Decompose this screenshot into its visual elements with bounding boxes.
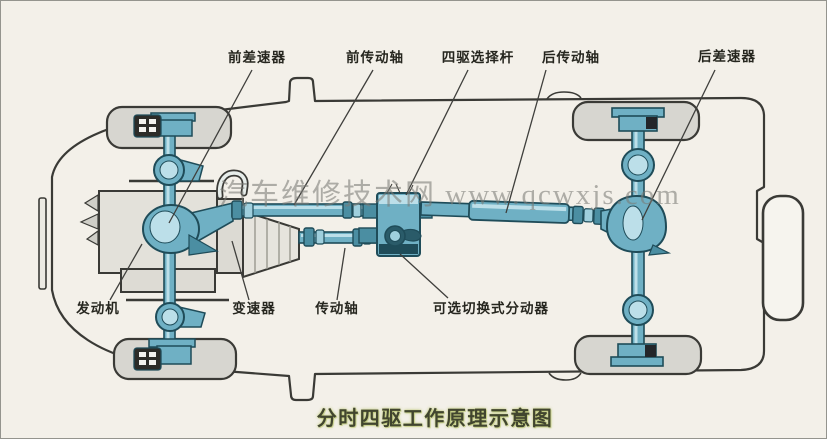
rear-diff-fin: [648, 244, 672, 256]
rear-top-hub-cap: [646, 117, 657, 129]
front-bumper: [38, 197, 47, 290]
spare-tire: [761, 194, 805, 322]
transfer-case-top-face: [379, 195, 418, 204]
rear-lower-joint-core: [628, 300, 648, 320]
label-rear-drive-shaft: 后传动轴: [542, 50, 600, 65]
transmission-cone: [242, 209, 300, 279]
rear-diff-bulge: [622, 205, 644, 241]
front-bottom-connector: [133, 347, 162, 371]
front-prop-ujoint-right2: [352, 203, 362, 218]
front-propeller-shaft: [231, 200, 366, 220]
front-prop-ujoint-left: [231, 200, 243, 220]
leader-rear-drive-shaft: [505, 69, 547, 214]
diagram-caption: 分时四驱工作原理示意图: [316, 408, 554, 430]
leader-selector-lever: [405, 69, 469, 196]
intake-pipe-highlight: [217, 171, 247, 198]
leader-front-drive-shaft: [293, 69, 374, 206]
label-engine: 发动机: [76, 301, 120, 316]
front-prop-ujoint-right: [342, 201, 353, 219]
leader-transmission: [231, 240, 250, 301]
rear-bottom-hub-flange: [610, 356, 664, 367]
front-bottom-hub-drum: [156, 345, 192, 365]
rear-prop-highlight: [472, 203, 567, 212]
rear-bottom-hub-cap: [645, 345, 656, 357]
rear-ujoint-b: [583, 208, 594, 223]
label-rear-differential: 后差速器: [698, 49, 756, 64]
transfer-top-marks: [386, 183, 414, 194]
label-transfer-case: 可选切换式分动器: [433, 301, 549, 316]
leader-engine: [109, 243, 143, 301]
label-drive-shaft: 传动轴: [315, 301, 359, 316]
leader-lines: [109, 69, 716, 301]
rear-upper-joint-core: [627, 154, 649, 176]
label-transmission: 变速器: [232, 301, 276, 316]
upper-ball-joint-core: [159, 160, 179, 180]
mid-ujoint-left2: [315, 229, 325, 245]
rear-propeller-shaft: [420, 199, 605, 226]
front-diff-bulge: [149, 210, 181, 244]
top-handle-detail: [546, 91, 582, 100]
leader-rear-differential: [641, 69, 716, 221]
bottom-handle-detail: [548, 372, 582, 381]
transfer-case: [358, 183, 433, 257]
selector-knob-core: [389, 230, 401, 242]
label-front-differential: 前差速器: [228, 50, 286, 65]
lower-ball-joint-core: [161, 308, 179, 326]
mid-shaft-highlight: [301, 234, 377, 237]
front-top-hub-drum: [157, 119, 193, 137]
transfer-case-bottom-band: [379, 244, 418, 254]
front-top-connector-pins: [139, 119, 156, 132]
front-top-connector: [133, 114, 162, 138]
front-prop-highlight: [234, 206, 363, 209]
mid-ujoint-left: [303, 227, 315, 247]
leader-drive-shaft: [336, 247, 346, 301]
label-4wd-selector-lever: 四驱选择杆: [441, 50, 515, 65]
transmission-ribs: [254, 215, 291, 273]
front-bottom-connector-pins: [139, 352, 156, 365]
front-prop-ujoint-left2: [243, 202, 254, 219]
rear-differential: [600, 194, 672, 256]
leader-front-differential: [168, 69, 253, 224]
leader-transfer-case: [399, 253, 449, 299]
front-diff-fin: [188, 233, 219, 256]
site-watermark: 汽车维修技术网 www.qcwxjs.com: [219, 179, 681, 211]
front-axle-assembly: [126, 112, 234, 371]
rear-ujoint-a: [572, 205, 584, 225]
label-front-drive-shaft: 前传动轴: [346, 50, 404, 65]
